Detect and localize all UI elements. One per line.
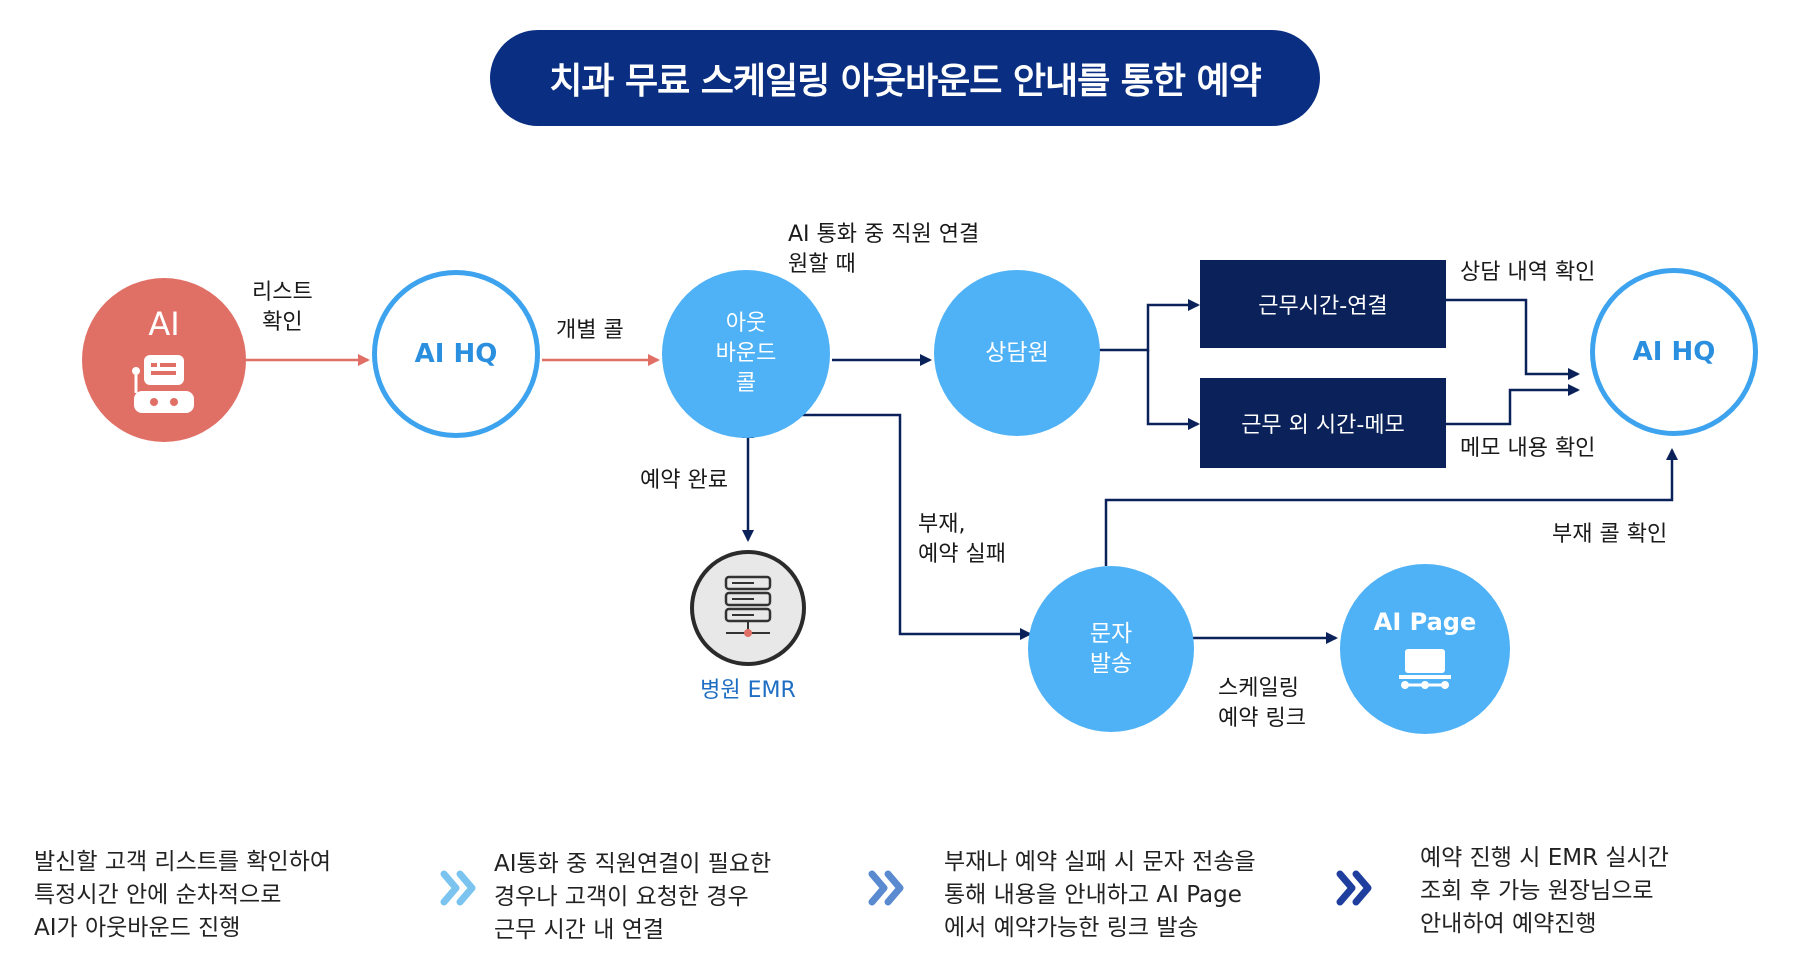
sms-node: 문자 발송: [1028, 566, 1194, 732]
chevron-right-icon: [868, 870, 904, 906]
emr-node: [690, 550, 806, 666]
label-individual-call: 개별 콜: [556, 318, 624, 343]
label-scaling-link: 스케일링 예약 링크: [1218, 676, 1306, 731]
counselor-node: 상담원: [934, 270, 1100, 436]
chevron-right-icon: [440, 870, 476, 906]
ai-page-node: AI Page: [1340, 564, 1510, 734]
step-2-text: AI통화 중 직원연결이 필요한 경우나 고객이 요청한 경우 근무 시간 내 …: [494, 851, 772, 943]
edge-workhours-hq2: [1446, 298, 1580, 380]
label-check-memo: 메모 내용 확인: [1460, 436, 1596, 461]
ai-hq-node-left: AI HQ: [372, 270, 540, 438]
label-check-consult: 상담 내역 확인: [1460, 260, 1596, 285]
outbound-call-node: 아웃 바운드 콜: [662, 270, 830, 438]
step-1-text: 발신할 고객 리스트를 확인하여 특정시간 안에 순차적으로 AI가 아웃바운드…: [34, 849, 332, 941]
edge-sms-hq2: [1104, 448, 1678, 566]
label-booking-done: 예약 완료: [640, 468, 728, 493]
page-title: 치과 무료 스케일링 아웃바운드 안내를 통한 예약: [490, 30, 1320, 126]
robot-icon: [132, 355, 194, 413]
step-4-text: 예약 진행 시 EMR 실시간 조회 후 가능 원장님으로 안내하여 예약진행: [1420, 845, 1669, 937]
ai-node: AI: [82, 278, 246, 442]
label-absent-fail: 부재, 예약 실패: [918, 512, 1006, 567]
edge-outbound-sms: [780, 413, 1032, 640]
server-icon: [724, 575, 772, 637]
work-hours-box: 근무시간-연결: [1200, 260, 1446, 348]
edge-counselor-workhours: [1098, 299, 1200, 352]
ai-node-label: AI: [148, 305, 180, 343]
ai-hq-node-right: AI HQ: [1590, 268, 1758, 436]
emr-label: 병원 EMR: [700, 678, 796, 703]
step-3-text: 부재나 예약 실패 시 문자 전송을 통해 내용을 안내하고 AI Page 에…: [944, 849, 1256, 941]
edge-afterhours-hq2: [1446, 384, 1580, 426]
label-check-list: 리스트 확인: [252, 280, 313, 335]
laptop-icon: [1399, 649, 1451, 689]
edge-counselor-afterhours: [1146, 350, 1200, 430]
after-hours-box: 근무 외 시간-메모: [1200, 378, 1446, 468]
ai-page-label: AI Page: [1373, 608, 1477, 636]
label-staff-connect: AI 통화 중 직원 연결 원할 때: [788, 222, 980, 277]
label-check-missed: 부재 콜 확인: [1552, 522, 1668, 547]
chevron-right-icon: [1336, 870, 1372, 906]
